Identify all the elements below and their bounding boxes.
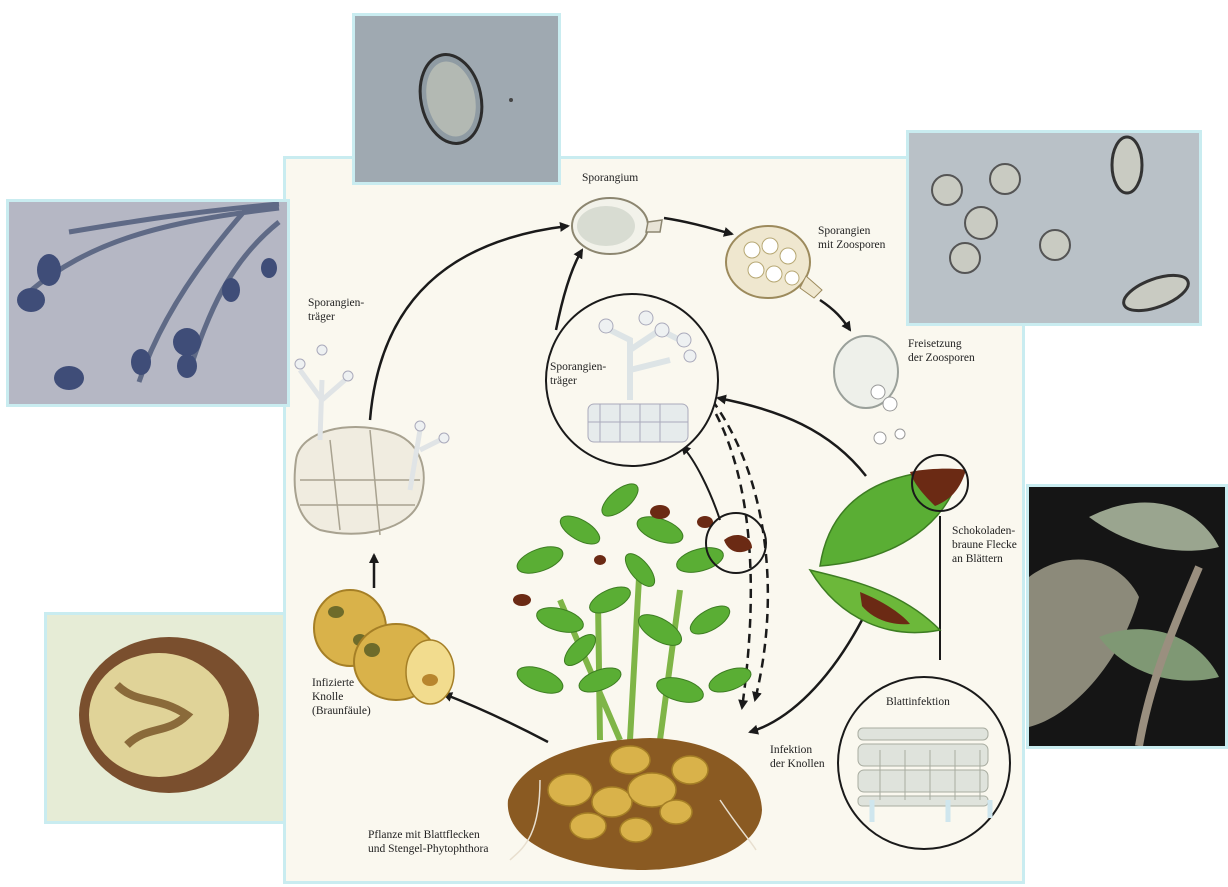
arrow-plant-to-tuber: [444, 694, 548, 742]
arrow-to-sporangium: [370, 226, 568, 420]
soil-tubers-figure: [508, 738, 762, 870]
zoosporangium-figure: [726, 226, 822, 298]
potato-plant-figure: [513, 478, 766, 740]
label-schokoladen: Schokoladen- braune Flecke an Blättern: [952, 524, 1017, 566]
tuber-tissue-sporangiophore-figure: [295, 345, 449, 535]
label-pflanze: Pflanze mit Blattflecken und Stengel-Phy…: [368, 828, 488, 856]
arrow-plant-to-sporangiophore: [682, 446, 720, 520]
zoospore-release-figure: [834, 336, 905, 444]
arrow-leaf-to-sporangiophore: [718, 398, 866, 476]
label-sporangien-zoosporen: Sporangien mit Zoosporen: [818, 224, 885, 252]
sporangium-figure: [572, 198, 662, 254]
arrow-to-zoosporangium: [664, 218, 732, 234]
label-freisetzung: Freisetzung der Zoosporen: [908, 337, 975, 365]
label-sporangientraeger-left: Sporangien- träger: [308, 296, 364, 324]
arrow-to-release: [820, 300, 850, 330]
label-infizierte-knolle: Infizierte Knolle (Braunfäule): [312, 676, 371, 718]
label-blattinfektion: Blattinfektion: [886, 695, 950, 709]
label-sporangium: Sporangium: [582, 171, 638, 185]
label-sporangientraeger-center: Sporangien- träger: [550, 360, 606, 388]
label-infektion-knollen: Infektion der Knollen: [770, 743, 825, 771]
infected-leaf-figure: [810, 455, 968, 633]
